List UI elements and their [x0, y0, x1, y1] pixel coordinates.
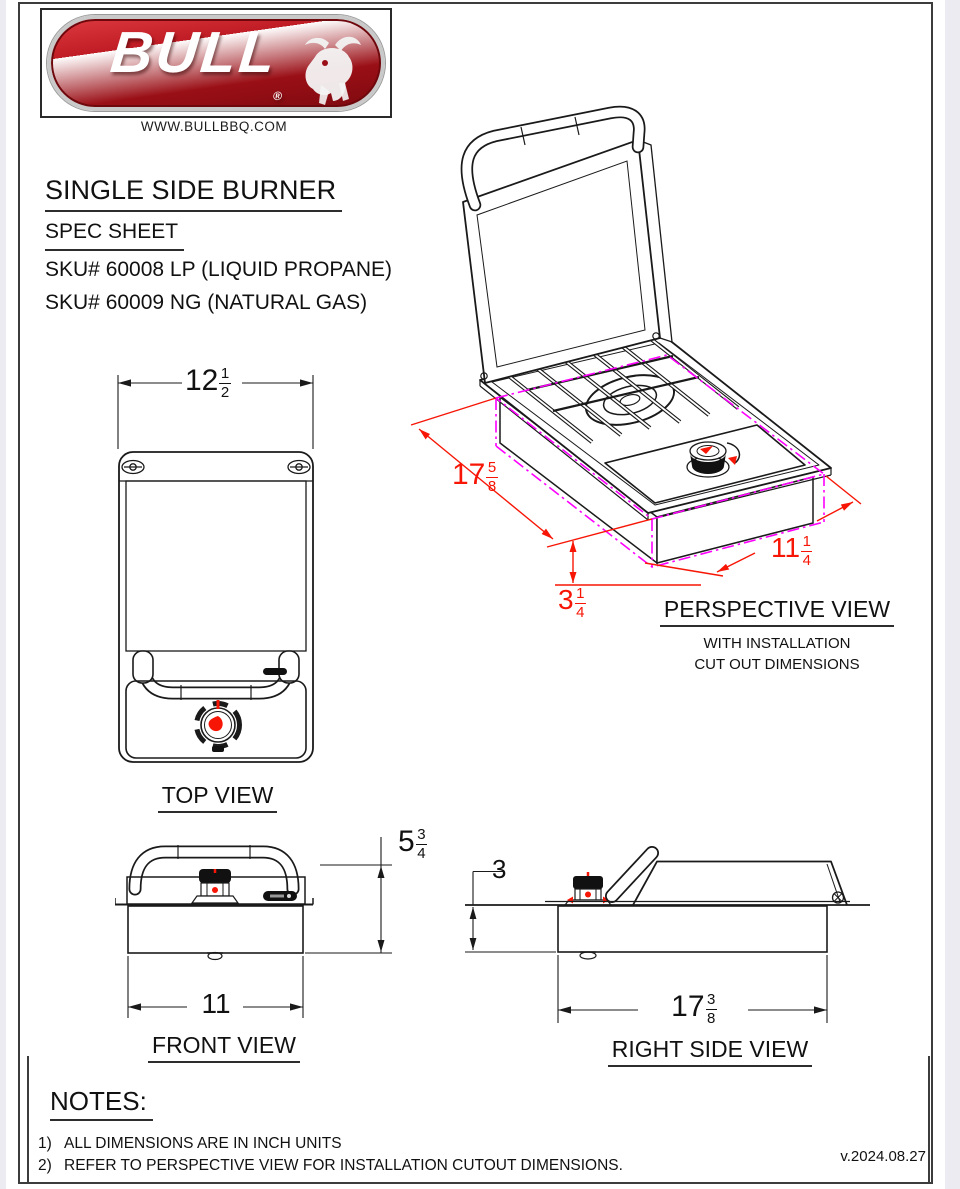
control-knob-side [563, 872, 613, 906]
note-item-1: 1) ALL DIMENSIONS ARE IN INCH UNITS [38, 1136, 342, 1152]
depth-dimension [469, 870, 504, 950]
open-lid [462, 139, 673, 384]
note-text: REFER TO PERSPECTIVE VIEW FOR INSTALLATI… [64, 1157, 623, 1174]
control-knob-top [194, 700, 242, 752]
top-width-dimension [117, 375, 314, 449]
lid-hinges [121, 459, 311, 475]
perspective-view-drawing [410, 105, 862, 586]
front-view-label: FRONT VIEW [143, 1032, 305, 1063]
perspective-subtitle-2: CUT OUT DIMENSIONS [694, 656, 860, 673]
lid-handle [460, 105, 646, 212]
length-dimension [557, 955, 828, 1023]
cutout-outline [494, 354, 826, 568]
handle-side [605, 846, 659, 903]
website-url: WWW.BULLBBQ.COM [140, 119, 288, 134]
top-view-label: TOP VIEW [150, 782, 285, 813]
cutout-dimensions [410, 397, 862, 586]
lid-side [632, 860, 848, 906]
note-item-2: 2) REFER TO PERSPECTIVE VIEW FOR INSTALL… [38, 1158, 623, 1174]
title-block: SINGLE SIDE BURNER SPEC SHEET SKU# 60008… [45, 172, 392, 317]
brand-badge [263, 668, 287, 675]
front-view-drawing [115, 837, 392, 1018]
sku-ng: SKU# 60009 NG (NATURAL GAS) [45, 291, 368, 315]
top-view-drawing [117, 375, 314, 763]
version-stamp: v.2024.08.27 [840, 1148, 926, 1165]
control-knob-front [190, 869, 240, 904]
width-dimension [127, 956, 304, 1018]
handle-front [128, 845, 300, 896]
note-number: 2) [38, 1157, 52, 1174]
notes-heading: NOTES: [50, 1086, 153, 1121]
doc-type: SPEC SHEET [45, 218, 185, 251]
perspective-subtitle-1: WITH INSTALLATION [703, 635, 851, 652]
right-side-view-label: RIGHT SIDE VIEW [597, 1036, 823, 1067]
front-width-dim-label: 11 [201, 988, 231, 1019]
bull-logo: BULL® [47, 15, 385, 111]
spec-sheet-page: BULL® WWW.BULLBBQ.COM SINGLE SIDE BURNER… [6, 0, 945, 1189]
bull-icon [305, 36, 361, 105]
brand-badge-front [263, 891, 297, 901]
gas-fitting [207, 951, 223, 961]
logo-wordmark: BULL® [107, 20, 284, 103]
control-knob-perspective [686, 441, 741, 478]
control-panel [604, 424, 806, 504]
note-number: 1) [38, 1135, 52, 1152]
sku-lp: SKU# 60008 LP (LIQUID PROPANE) [45, 257, 393, 281]
notes-box [27, 1056, 930, 1184]
right-side-view-drawing [465, 846, 870, 1023]
perspective-view-label: PERSPECTIVE VIEW [636, 596, 918, 627]
lid-handle-top [132, 650, 300, 700]
registered-mark: ® [272, 89, 284, 103]
side-depth-dim-label: 3 [492, 854, 507, 884]
product-title: SINGLE SIDE BURNER [45, 172, 343, 213]
logo-box: BULL® [40, 8, 392, 118]
gas-fitting-side [579, 951, 597, 960]
note-text: ALL DIMENSIONS ARE IN INCH UNITS [64, 1135, 342, 1152]
height-dimension [305, 837, 392, 954]
